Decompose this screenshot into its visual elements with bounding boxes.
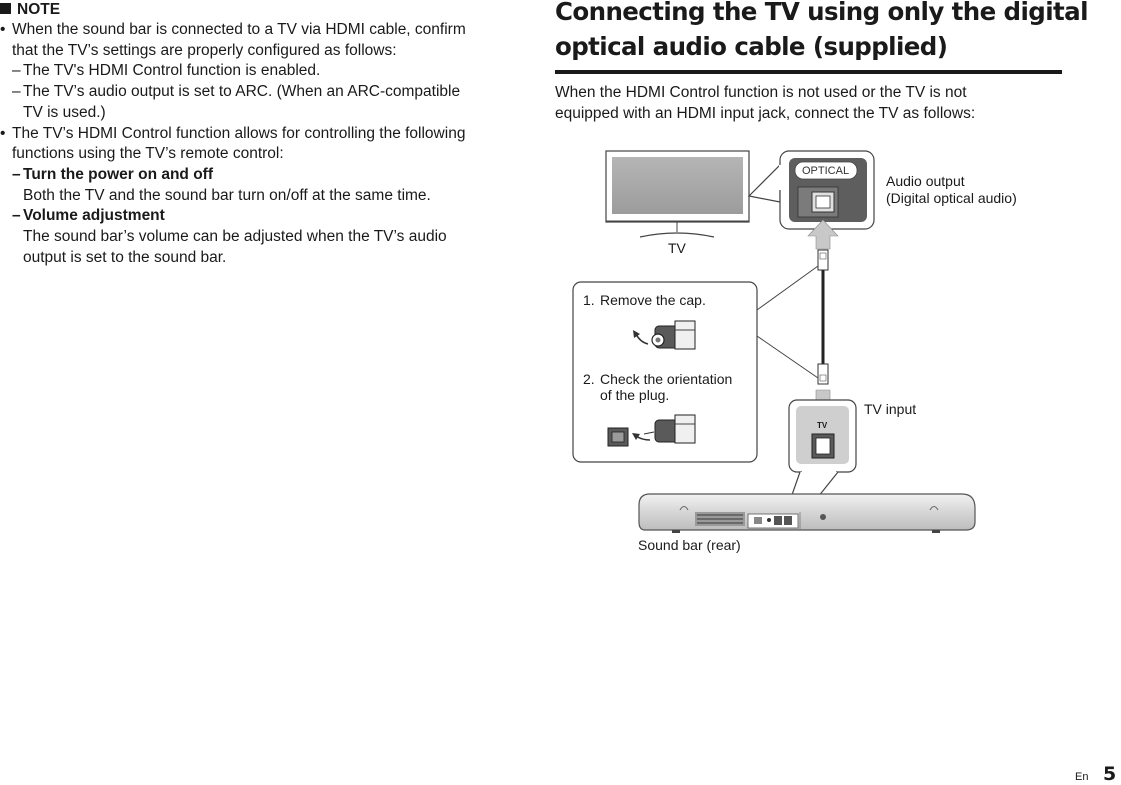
step-1-text: Remove the cap. [600,292,706,308]
function-volume-desc-line-1: The sound bar’s volume can be adjusted w… [23,228,447,245]
callout-line [756,335,819,379]
bullet-1-sub-1: The TV's HDMI Control function is enable… [23,62,321,80]
audio-output-label-line-2: (Digital optical audio) [886,190,1017,206]
function-power-title: Turn the power on and off [23,165,213,183]
bullet-1-sub-2-line-2: TV is used.) [23,103,106,121]
soundbar-illustration [638,493,976,533]
bullet-1-line-2: that the TV’s settings are properly conf… [12,41,397,59]
soundbar-tv-input-callout [785,399,857,513]
bullet-1-line-1: When the sound bar is connected to a TV … [12,21,466,38]
function-power-desc: Both the TV and the sound bar turn on/of… [23,186,431,204]
tv-optical-callout [747,150,875,230]
optical-port-label: OPTICAL [802,165,850,177]
plug-orientation-icon [607,414,696,447]
bullet-2-line-2: functions using the TV’s remote control: [12,145,284,163]
function-volume-title: Volume adjustment [23,207,165,225]
section-title: Connecting the TV using only the digital… [555,0,1088,61]
arrow-up-icon [807,219,839,250]
bullet-1-sub-2-line-1: The TV’s audio output is set to ARC. (Wh… [23,83,461,101]
optical-cable [817,249,829,385]
page-number: 5 [1103,763,1117,785]
soundbar-label: Sound bar (rear) [638,537,741,553]
note-square-icon [0,3,11,14]
steps-box [572,281,758,463]
footer-language: En [1075,771,1089,783]
step-2-text-line-1: Check the orientation [600,371,733,387]
note-heading: NOTE [0,0,60,21]
tv-label: TV [668,240,686,256]
step-2-number: 2. [583,371,595,387]
dash-symbol: – [12,83,21,101]
bullet-1-symbol: • [0,21,6,38]
plug-cap-icon [633,320,696,350]
step-2-text-line-2: of the plug. [600,387,670,403]
tv-jack-label: TV [817,421,828,430]
title-rule [555,70,1062,74]
audio-output-label-line-1: Audio output [886,173,965,189]
dash-symbol: – [12,62,21,80]
tv-illustration [605,150,750,238]
bullet-2-line-1: The TV’s HDMI Control function allows fo… [12,124,466,142]
dash-symbol: – [12,207,21,225]
function-volume-desc-line-2: output is set to the sound bar. [23,248,227,266]
section-intro: When the HDMI Control function is not us… [555,84,976,122]
tv-input-label: TV input [864,401,917,417]
bullet-2-symbol: • [0,124,6,142]
step-1-number: 1. [583,292,595,308]
callout-line [756,265,819,311]
dash-symbol: – [12,165,21,183]
